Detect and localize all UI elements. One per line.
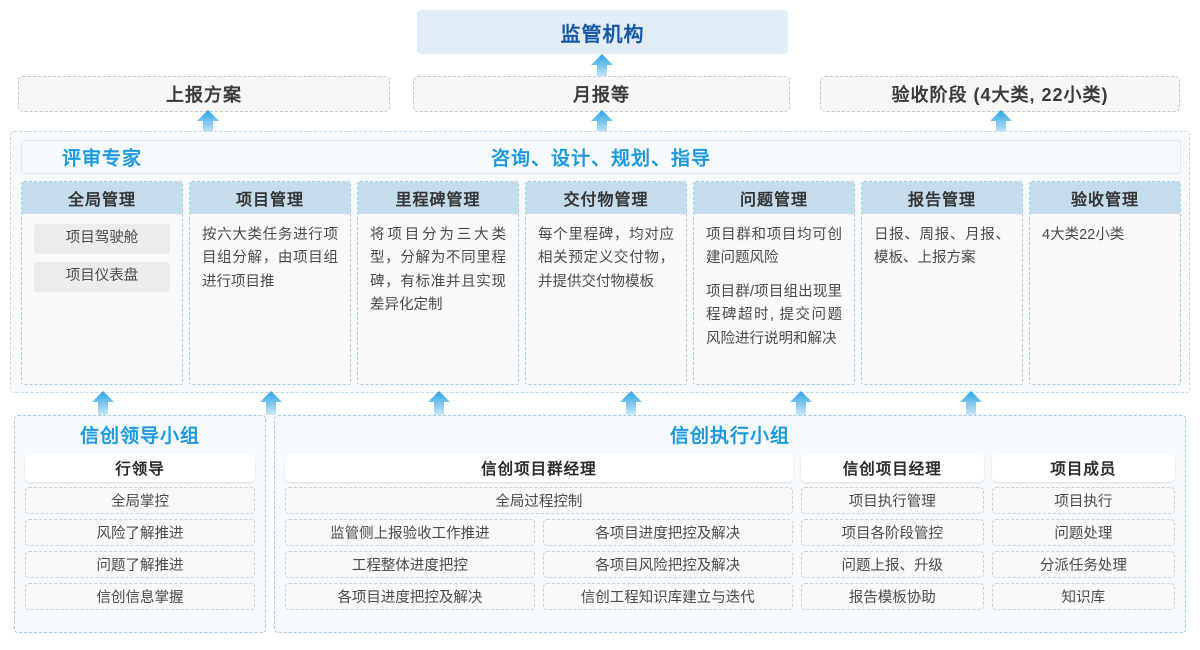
- module-title: 报告管理: [862, 182, 1022, 214]
- module-title: 交付物管理: [526, 182, 686, 214]
- task-item[interactable]: 各项目进度把控及解决: [542, 519, 793, 546]
- reviewer-label: 评审专家: [62, 148, 143, 170]
- module-text: 项目群和项目均可创建问题风险: [706, 227, 842, 267]
- arrow-up-module-1: [92, 391, 114, 415]
- module-body: 项目驾驶舱 项目仪表盘: [22, 214, 182, 308]
- program-manager-task-split: 监管侧上报验收工作推进 工程整体进度把控 各项目进度把控及解决 各项目进度把控及…: [285, 514, 793, 610]
- module-column-issue[interactable]: 问题管理 项目群和项目均可创建问题风险 项目群/项目组出现里程碑超时, 提交问题…: [693, 181, 855, 385]
- member-column: 项目成员 项目执行 问题处理 分派任务处理 知识库: [991, 454, 1175, 610]
- program-manager-tasks-left: 监管侧上报验收工作推进 工程整体进度把控 各项目进度把控及解决: [285, 514, 535, 610]
- task-item[interactable]: 项目各阶段管控: [800, 519, 984, 546]
- module-column-project[interactable]: 项目管理 按六大类任务进行项目组分解，由项目组进行项目推: [189, 181, 351, 385]
- module-column-acceptance[interactable]: 验收管理 4大类22小类: [1029, 181, 1181, 385]
- module-column-global[interactable]: 全局管理 项目驾驶舱 项目仪表盘: [21, 181, 183, 385]
- task-item[interactable]: 问题上报、升级: [800, 551, 984, 578]
- exec-group-panel: 信创执行小组 信创项目群经理 全局过程控制 监管侧上报验收工作推进 工程整体进度…: [274, 415, 1186, 633]
- platform-panel-header: 评审专家 咨询、设计、规划、指导: [21, 140, 1181, 174]
- deliverable-label: 月报等: [573, 85, 630, 105]
- task-item[interactable]: 项目执行: [991, 487, 1175, 514]
- arrow-up-module-3: [428, 391, 450, 415]
- task-item[interactable]: 知识库: [991, 583, 1175, 610]
- task-item[interactable]: 问题了解推进: [25, 551, 255, 578]
- task-item[interactable]: 全局掌控: [25, 487, 255, 514]
- deliverable-label: 验收阶段 (4大类, 22小类): [891, 85, 1109, 105]
- program-manager-column: 信创项目群经理 全局过程控制 监管侧上报验收工作推进 工程整体进度把控 各项目进…: [285, 454, 793, 610]
- task-item[interactable]: 项目执行管理: [800, 487, 984, 514]
- module-title: 验收管理: [1030, 182, 1180, 214]
- module-body: 将项目分为三大类型，分解为不同里程碑，有标准并且实现差异化定制: [358, 214, 518, 326]
- module-text: 按六大类任务进行项目组分解，由项目组进行项目推: [202, 227, 338, 290]
- module-text: 4大类22小类: [1042, 227, 1125, 243]
- regulator-label: 监管机构: [560, 23, 645, 46]
- module-title: 里程碑管理: [358, 182, 518, 214]
- module-title: 问题管理: [694, 182, 854, 214]
- arrow-up-to-plan: [197, 110, 219, 134]
- task-item[interactable]: 工程整体进度把控: [285, 551, 535, 578]
- role-bank-leader[interactable]: 行领导: [25, 454, 255, 482]
- arrow-up-module-2: [260, 391, 282, 415]
- module-body: 每个里程碑，均对应相关预定义交付物，并提供交付物模板: [526, 214, 686, 302]
- task-item[interactable]: 监管侧上报验收工作推进: [285, 519, 535, 546]
- arrow-up-module-5: [790, 391, 812, 415]
- role-program-manager[interactable]: 信创项目群经理: [285, 454, 793, 482]
- deliverable-box-plan: 上报方案: [18, 76, 390, 112]
- project-manager-column: 信创项目经理 项目执行管理 项目各阶段管控 问题上报、升级 报告模板协助: [800, 454, 984, 610]
- task-item[interactable]: 分派任务处理: [991, 551, 1175, 578]
- module-text: 项目群/项目组出现里程碑超时, 提交问题风险进行说明和解决: [706, 283, 842, 347]
- platform-panel: 评审专家 咨询、设计、规划、指导 全局管理 项目驾驶舱 项目仪表盘 项目管理 按…: [10, 131, 1190, 393]
- arrow-up-to-monthly: [591, 110, 613, 134]
- module-title: 全局管理: [22, 182, 182, 214]
- arrow-up-module-4: [620, 391, 642, 415]
- deliverable-box-monthly: 月报等: [413, 76, 790, 112]
- task-item[interactable]: 风险了解推进: [25, 519, 255, 546]
- task-item[interactable]: 问题处理: [991, 519, 1175, 546]
- module-column-deliverable[interactable]: 交付物管理 每个里程碑，均对应相关预定义交付物，并提供交付物模板: [525, 181, 687, 385]
- arrow-up-module-6: [960, 391, 982, 415]
- regulator-box: 监管机构: [417, 10, 788, 54]
- arrow-up-to-acceptance: [990, 110, 1012, 134]
- module-body: 日报、周报、月报、模板、上报方案: [862, 214, 1022, 279]
- module-body: 项目群和项目均可创建问题风险 项目群/项目组出现里程碑超时, 提交问题风险进行说…: [694, 214, 854, 359]
- module-column-milestone[interactable]: 里程碑管理 将项目分为三大类型，分解为不同里程碑，有标准并且实现差异化定制: [357, 181, 519, 385]
- module-body: 4大类22小类: [1030, 214, 1180, 255]
- module-text: 日报、周报、月报、模板、上报方案: [874, 227, 1010, 267]
- task-item[interactable]: 各项目风险把控及解决: [542, 551, 793, 578]
- module-chip[interactable]: 项目仪表盘: [34, 262, 170, 292]
- module-title: 项目管理: [190, 182, 350, 214]
- leading-group-panel: 信创领导小组 行领导 全局掌控 风险了解推进 问题了解推进 信创信息掌握: [14, 415, 266, 633]
- task-item[interactable]: 信创信息掌握: [25, 583, 255, 610]
- role-project-manager[interactable]: 信创项目经理: [800, 454, 984, 482]
- task-item[interactable]: 各项目进度把控及解决: [285, 583, 535, 610]
- deliverable-label: 上报方案: [166, 85, 242, 105]
- module-text: 每个里程碑，均对应相关预定义交付物，并提供交付物模板: [538, 227, 674, 290]
- exec-group-columns: 信创项目群经理 全局过程控制 监管侧上报验收工作推进 工程整体进度把控 各项目进…: [285, 454, 1175, 610]
- consulting-label: 咨询、设计、规划、指导: [490, 148, 712, 170]
- module-chip[interactable]: 项目驾驶舱: [34, 224, 170, 254]
- role-member[interactable]: 项目成员: [991, 454, 1175, 482]
- module-body: 按六大类任务进行项目组分解，由项目组进行项目推: [190, 214, 350, 302]
- exec-group-title: 信创执行小组: [669, 426, 790, 447]
- task-item[interactable]: 报告模板协助: [800, 583, 984, 610]
- deliverable-box-acceptance: 验收阶段 (4大类, 22小类): [820, 76, 1180, 112]
- program-manager-tasks-right: 各项目进度把控及解决 各项目风险把控及解决 信创工程知识库建立与迭代: [542, 514, 793, 610]
- arrow-up-to-regulator: [591, 54, 613, 78]
- leading-group-title: 信创领导小组: [79, 426, 200, 447]
- task-item[interactable]: 信创工程知识库建立与迭代: [542, 583, 793, 610]
- module-column-report[interactable]: 报告管理 日报、周报、月报、模板、上报方案: [861, 181, 1023, 385]
- module-text: 将项目分为三大类型，分解为不同里程碑，有标准并且实现差异化定制: [370, 227, 506, 314]
- task-item[interactable]: 全局过程控制: [285, 487, 793, 514]
